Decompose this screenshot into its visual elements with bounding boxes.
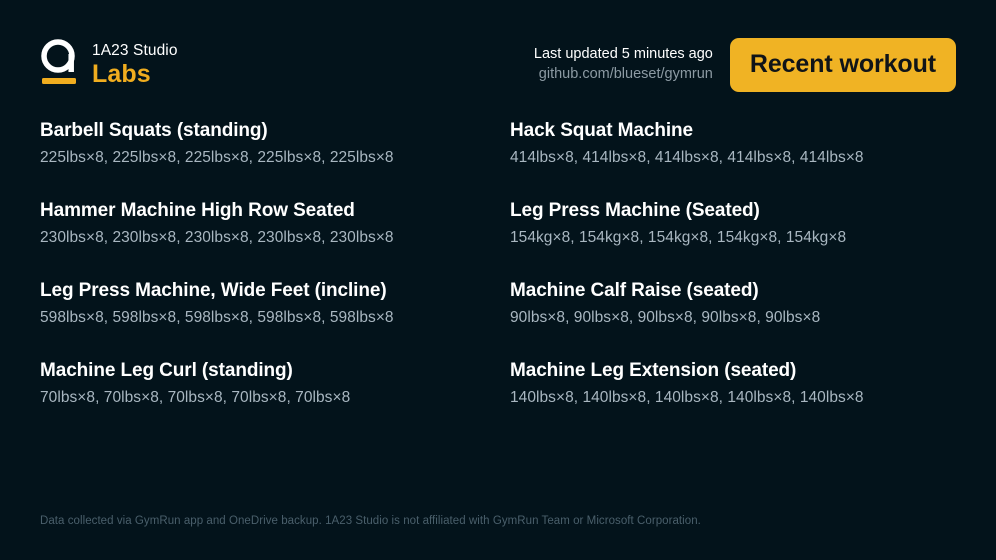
- source-link-text[interactable]: github.com/blueset/gymrun: [538, 66, 713, 82]
- 1a23-a-mark-icon: [40, 38, 78, 94]
- brand-studio-label: 1A23 Studio: [92, 42, 178, 59]
- recent-workout-badge[interactable]: Recent workout: [729, 38, 956, 92]
- exercise-sets: 598lbs×8, 598lbs×8, 598lbs×8, 598lbs×8, …: [40, 309, 394, 326]
- exercise-entry: Hammer Machine High Row Seated 230lbs×8,…: [40, 198, 510, 248]
- header-right-block: Last updated 5 minutes ago github.com/bl…: [534, 38, 956, 92]
- exercise-entry: Leg Press Machine, Wide Feet (incline) 5…: [40, 278, 510, 328]
- exercise-name: Barbell Squats (standing): [40, 120, 268, 141]
- exercise-entry: Hack Squat Machine 414lbs×8, 414lbs×8, 4…: [510, 118, 956, 168]
- brand-wordmark: 1A23 Studio Labs: [92, 38, 178, 89]
- exercise-entry: Machine Leg Curl (standing) 70lbs×8, 70l…: [40, 358, 510, 408]
- exercise-column-right: Hack Squat Machine 414lbs×8, 414lbs×8, 4…: [510, 118, 956, 438]
- last-updated-text: Last updated 5 minutes ago: [533, 46, 713, 62]
- exercise-grid: Barbell Squats (standing) 225lbs×8, 225l…: [40, 118, 956, 438]
- exercise-sets: 225lbs×8, 225lbs×8, 225lbs×8, 225lbs×8, …: [40, 149, 394, 166]
- exercise-name: Machine Leg Curl (standing): [40, 360, 293, 381]
- exercise-name: Hammer Machine High Row Seated: [40, 200, 355, 221]
- exercise-name: Machine Leg Extension (seated): [510, 360, 797, 381]
- exercise-name: Leg Press Machine (Seated): [510, 200, 760, 221]
- exercise-entry: Machine Leg Extension (seated) 140lbs×8,…: [510, 358, 956, 408]
- exercise-name: Hack Squat Machine: [510, 120, 693, 141]
- footer-disclaimer: Data collected via GymRun app and OneDri…: [40, 515, 701, 527]
- brand-labs-label: Labs: [92, 60, 151, 88]
- card-header: 1A23 Studio Labs Last updated 5 minutes …: [40, 38, 956, 96]
- brand-block: 1A23 Studio Labs: [40, 38, 178, 94]
- exercise-name: Leg Press Machine, Wide Feet (incline): [40, 280, 387, 301]
- exercise-sets: 90lbs×8, 90lbs×8, 90lbs×8, 90lbs×8, 90lb…: [510, 309, 821, 326]
- exercise-sets: 230lbs×8, 230lbs×8, 230lbs×8, 230lbs×8, …: [40, 229, 394, 246]
- exercise-entry: Machine Calf Raise (seated) 90lbs×8, 90l…: [510, 278, 956, 328]
- exercise-name: Machine Calf Raise (seated): [510, 280, 759, 301]
- update-meta: Last updated 5 minutes ago github.com/bl…: [534, 44, 713, 86]
- exercise-sets: 70lbs×8, 70lbs×8, 70lbs×8, 70lbs×8, 70lb…: [40, 389, 351, 406]
- exercise-entry: Barbell Squats (standing) 225lbs×8, 225l…: [40, 118, 510, 168]
- exercise-sets: 414lbs×8, 414lbs×8, 414lbs×8, 414lbs×8, …: [510, 149, 864, 166]
- exercise-sets: 140lbs×8, 140lbs×8, 140lbs×8, 140lbs×8, …: [510, 389, 864, 406]
- exercise-entry: Leg Press Machine (Seated) 154kg×8, 154k…: [510, 198, 956, 248]
- exercise-sets: 154kg×8, 154kg×8, 154kg×8, 154kg×8, 154k…: [510, 229, 847, 246]
- exercise-column-left: Barbell Squats (standing) 225lbs×8, 225l…: [40, 118, 510, 438]
